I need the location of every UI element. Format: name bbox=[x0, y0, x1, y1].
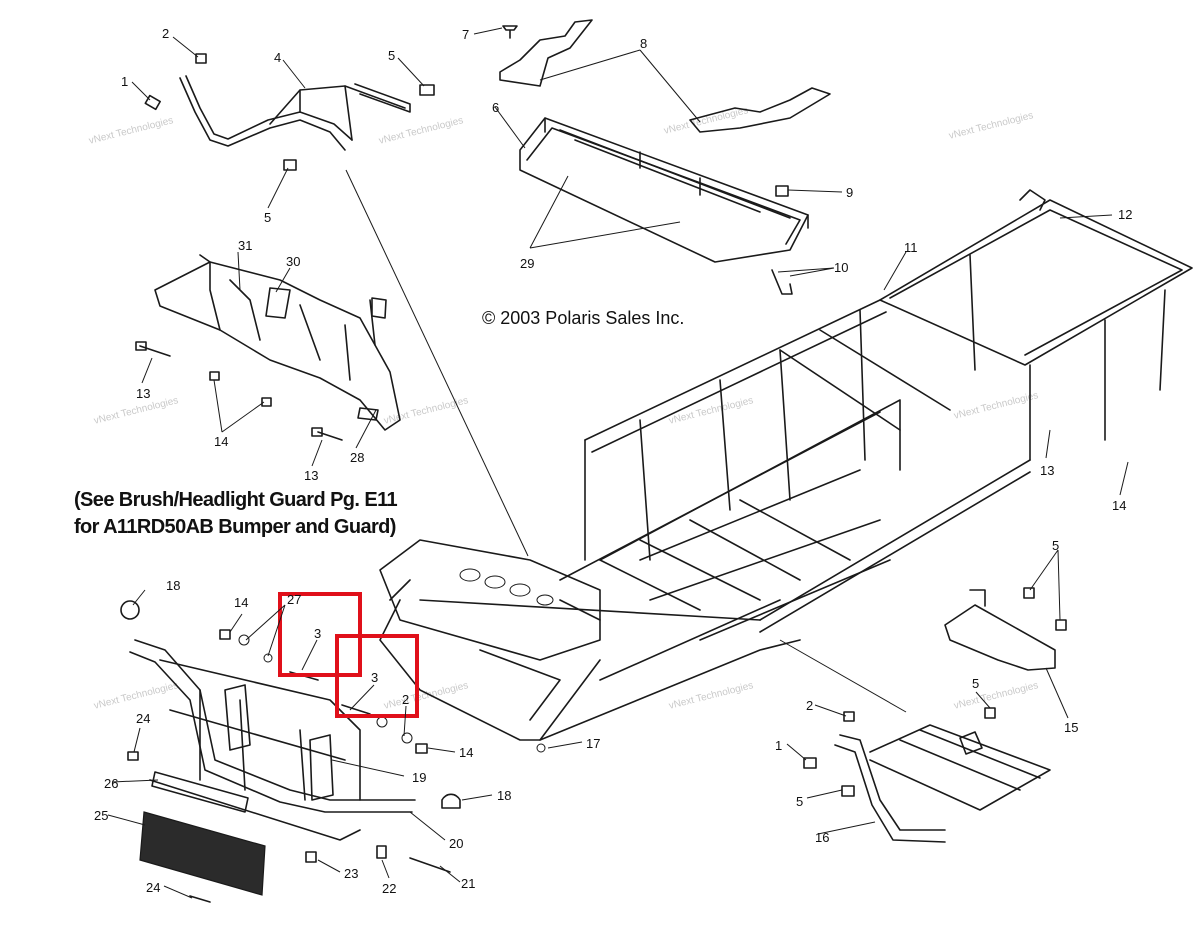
main-frame bbox=[379, 189, 1193, 741]
watermark-text: vNext Technologies bbox=[88, 115, 175, 147]
callout-30: 30 bbox=[286, 254, 300, 269]
bolt-icon bbox=[135, 341, 343, 441]
callout-7: 7 bbox=[462, 27, 469, 42]
callout-14: 14 bbox=[459, 745, 473, 760]
callout-5: 5 bbox=[388, 48, 395, 63]
note-line-1: (See Brush/Headlight Guard Pg. E11 bbox=[74, 489, 397, 511]
callout-22: 22 bbox=[382, 881, 396, 896]
watermarks: vNext Technologies vNext Technologies vN… bbox=[88, 105, 1040, 712]
callout-10: 10 bbox=[834, 260, 848, 275]
callout-13: 13 bbox=[136, 386, 150, 401]
callout-8: 8 bbox=[640, 36, 647, 51]
callout-17: 17 bbox=[586, 736, 600, 751]
copyright-notice: © 2003 Polaris Sales Inc. bbox=[482, 308, 684, 328]
callout-19: 19 bbox=[412, 770, 426, 785]
callout-27: 27 bbox=[287, 592, 301, 607]
part-25-grille-panel-icon bbox=[139, 811, 266, 896]
part-10-clip-icon bbox=[771, 269, 793, 295]
callout-labels: 1 2 4 5 5 7 8 6 9 10 11 12 29 31 30 13 1… bbox=[94, 26, 1132, 896]
watermark-text: vNext Technologies bbox=[93, 680, 180, 712]
watermark-text: vNext Technologies bbox=[953, 390, 1040, 422]
callout-2: 2 bbox=[402, 692, 409, 707]
callout-18: 18 bbox=[166, 578, 180, 593]
callout-2: 2 bbox=[162, 26, 169, 41]
callout-18: 18 bbox=[497, 788, 511, 803]
callout-14: 14 bbox=[1112, 498, 1126, 513]
callout-5: 5 bbox=[796, 794, 803, 809]
part-31-front-bracket bbox=[154, 254, 401, 431]
callout-24: 24 bbox=[136, 711, 150, 726]
note-line-2: for A11RD50AB Bumper and Guard) bbox=[74, 516, 396, 538]
callout-25: 25 bbox=[94, 808, 108, 823]
part-7-screw-icon bbox=[502, 25, 518, 39]
callout-5: 5 bbox=[1052, 538, 1059, 553]
part-9-nut-icon bbox=[775, 185, 789, 197]
callout-14: 14 bbox=[234, 595, 248, 610]
highlight-box bbox=[335, 634, 419, 718]
callout-31: 31 bbox=[238, 238, 252, 253]
watermark-text: vNext Technologies bbox=[953, 680, 1040, 712]
callout-26: 26 bbox=[104, 776, 118, 791]
callout-16: 16 bbox=[815, 830, 829, 845]
part-8-bracket bbox=[499, 19, 831, 133]
callout-1: 1 bbox=[121, 74, 128, 89]
callout-14: 14 bbox=[214, 434, 228, 449]
callout-3: 3 bbox=[371, 670, 378, 685]
small-bolt-icon bbox=[144, 53, 435, 171]
callout-23: 23 bbox=[344, 866, 358, 881]
callout-6: 6 bbox=[492, 100, 499, 115]
callout-11: 11 bbox=[904, 240, 918, 255]
callout-4: 4 bbox=[274, 50, 281, 65]
callout-28: 28 bbox=[350, 450, 364, 465]
callout-20: 20 bbox=[449, 836, 463, 851]
callout-1: 1 bbox=[775, 738, 782, 753]
callout-2: 2 bbox=[806, 698, 813, 713]
part-16-footrest bbox=[803, 711, 1051, 843]
watermark-text: vNext Technologies bbox=[668, 680, 755, 712]
callout-5: 5 bbox=[264, 210, 271, 225]
callout-12: 12 bbox=[1118, 207, 1132, 222]
callout-24: 24 bbox=[146, 880, 160, 895]
callout-29: 29 bbox=[520, 256, 534, 271]
watermark-text: vNext Technologies bbox=[948, 110, 1035, 142]
watermark-text: vNext Technologies bbox=[378, 115, 465, 147]
callout-21: 21 bbox=[461, 876, 475, 891]
leader-line bbox=[345, 169, 529, 557]
watermark-text: vNext Technologies bbox=[668, 395, 755, 427]
callout-13: 13 bbox=[304, 468, 318, 483]
callout-3: 3 bbox=[314, 626, 321, 641]
callout-leaders bbox=[107, 27, 1129, 899]
highlight-boxes bbox=[278, 592, 419, 718]
part-6-seat-frame bbox=[519, 117, 809, 263]
callout-15: 15 bbox=[1064, 720, 1078, 735]
part-26-grille-icon bbox=[151, 771, 249, 813]
callout-9: 9 bbox=[846, 185, 853, 200]
part-4-rack-support bbox=[179, 75, 411, 151]
watermark-text: vNext Technologies bbox=[383, 680, 470, 712]
callout-13: 13 bbox=[1040, 463, 1054, 478]
part-19-front-bumper bbox=[129, 639, 416, 841]
callout-5: 5 bbox=[972, 676, 979, 691]
